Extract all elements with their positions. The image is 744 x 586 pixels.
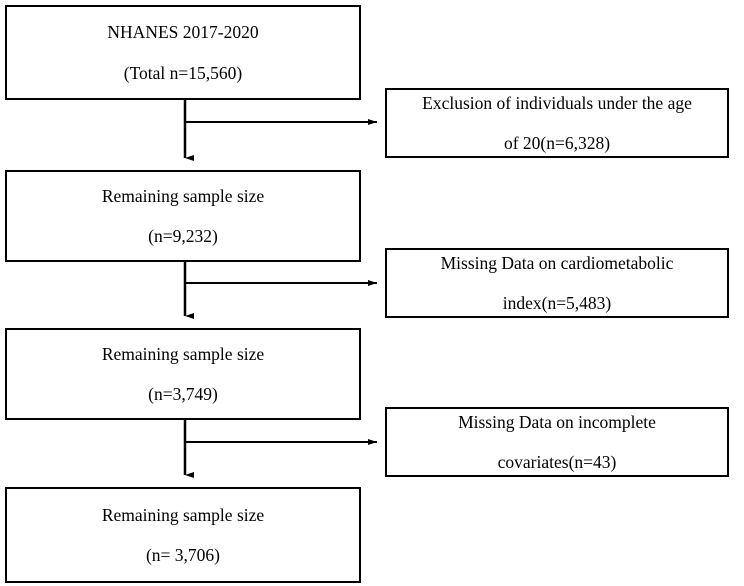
node-exclusion-cardiometabolic-index: Missing Data on cardiometabolic index(n=… xyxy=(385,248,729,318)
node-exclusion-2-line1: Missing Data on cardiometabolic xyxy=(440,252,674,273)
node-remaining-3-line1: Remaining sample size xyxy=(101,504,265,525)
node-source-line2: (Total n=15,560) xyxy=(123,62,243,83)
node-remaining-2-line2: (n=3,749) xyxy=(148,384,218,404)
node-source-line1: NHANES 2017-2020 xyxy=(107,22,259,43)
node-remaining-sample-1: Remaining sample size (n=9,232) xyxy=(5,170,361,262)
node-remaining-2-line1: Remaining sample size xyxy=(101,343,265,364)
node-exclusion-2-line2: index(n=5,483) xyxy=(502,293,612,313)
node-remaining-1-line1: Remaining sample size xyxy=(101,185,265,206)
node-remaining-sample-3: Remaining sample size (n= 3,706) xyxy=(5,487,361,583)
node-source-population: NHANES 2017-2020 (Total n=15,560) xyxy=(5,5,361,100)
node-exclusion-3-line2: covariates(n=43) xyxy=(497,452,617,472)
node-exclusion-1-line2: of 20(n=6,328) xyxy=(503,133,611,153)
node-remaining-1-line2: (n=9,232) xyxy=(148,226,218,246)
node-remaining-sample-2: Remaining sample size (n=3,749) xyxy=(5,328,361,420)
node-exclusion-age: Exclusion of individuals under the age o… xyxy=(385,88,729,158)
node-exclusion-3-line1: Missing Data on incomplete xyxy=(458,411,656,432)
node-exclusion-incomplete-covariates: Missing Data on incomplete covariates(n=… xyxy=(385,407,729,477)
node-exclusion-1-line1: Exclusion of individuals under the age xyxy=(422,92,692,113)
node-remaining-3-line2: (n= 3,706) xyxy=(145,545,221,565)
